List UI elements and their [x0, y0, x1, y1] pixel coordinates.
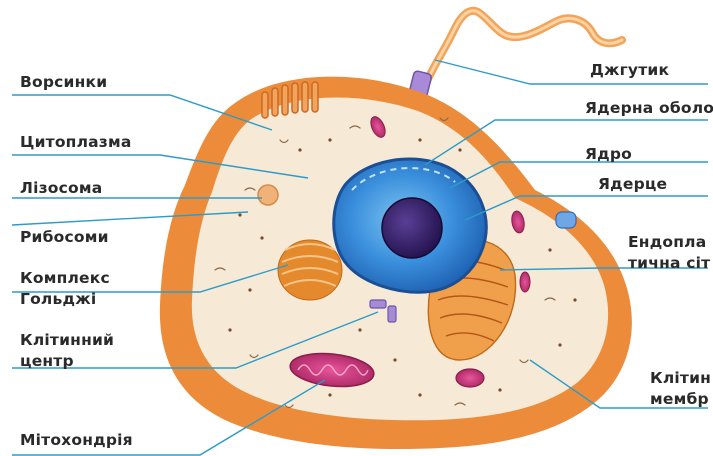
label-golgi: Комплекс Гольджі — [20, 268, 110, 310]
label-nuclear-envelope: Ядерна оболо — [585, 98, 713, 119]
label-rybosomy: Рибосоми — [20, 227, 109, 248]
label-golgi-line2: Гольджі — [20, 289, 110, 310]
label-mitochondria: Мітохондрія — [20, 430, 133, 451]
label-er: Ендопла тична сіт — [628, 232, 710, 274]
label-membrane-line1: Клітин — [650, 368, 711, 389]
flagellum — [419, 11, 622, 100]
mitochondrion-5 — [520, 272, 530, 292]
mitochondrion-2 — [456, 369, 484, 387]
label-lizosoma: Лізосома — [20, 178, 102, 199]
label-golgi-line1: Комплекс — [20, 268, 110, 289]
label-nucleus: Ядро — [585, 144, 632, 165]
label-cell-centre: Клітинний центр — [20, 330, 114, 372]
label-vorsynky: Ворсинки — [20, 72, 107, 93]
lysosome — [258, 185, 278, 205]
label-tsytoplazma: Цитоплазма — [20, 132, 132, 153]
label-er-line1: Ендопла — [628, 232, 710, 253]
label-er-line2: тична сіт — [628, 253, 710, 274]
label-cell-centre-line1: Клітинний — [20, 330, 114, 351]
label-membrane: Клітин мембр — [650, 368, 711, 410]
label-nucleolus: Ядерце — [598, 174, 667, 195]
label-membrane-line2: мембр — [650, 389, 711, 410]
label-cell-centre-line2: центр — [20, 351, 114, 372]
vesicle — [556, 212, 576, 228]
nucleolus — [382, 198, 442, 258]
label-dzhgutyk: Джгутик — [590, 60, 669, 81]
